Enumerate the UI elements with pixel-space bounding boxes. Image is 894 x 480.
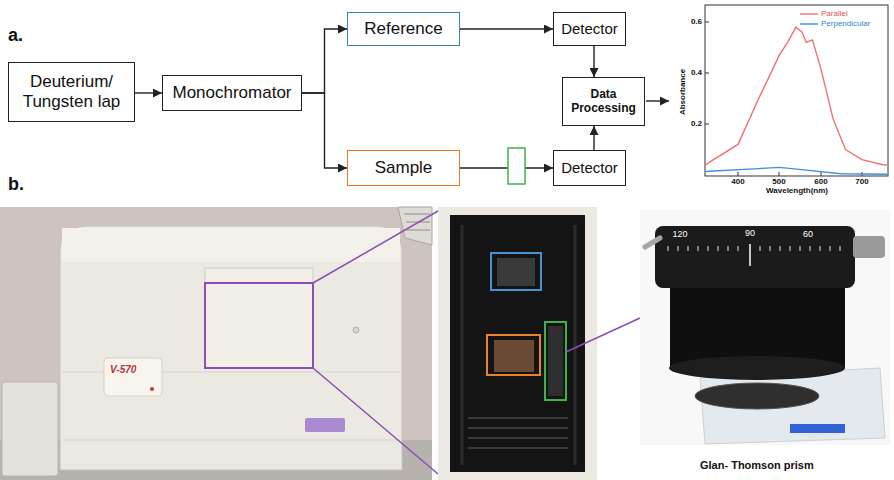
text-label: V-570 [110,364,136,375]
text-label: 500 [772,178,785,187]
box-label: Detector [561,20,618,37]
box-label: Sample [375,158,433,178]
prism-photo [640,210,890,445]
polarizer-mark [508,148,525,184]
text-label: 120 [672,230,687,240]
box-label: Deuterium/ Tungsten lap [13,72,130,111]
process-box: Detector [553,150,626,186]
process-box: Data Processing [562,77,645,126]
text-label: 0.2 [691,120,702,129]
text-label: 600 [814,178,827,187]
text-label: Wavelength(nm) [766,187,828,196]
process-box: Deuterium/ Tungsten lap [8,62,135,122]
box-label: Data Processing [567,88,640,116]
legend-label: Perpendicular [821,20,870,29]
process-box: Sample [347,150,460,186]
text-label: 60 [803,230,813,240]
text-label: a. [8,26,23,46]
text-label: 0.4 [691,69,702,78]
absorbance-chart [705,5,888,176]
connector [135,92,162,93]
connector [302,29,347,93]
text-label: Glan- Thomson prism [700,459,814,471]
text-label: Absorbance [679,69,688,115]
text-label: b. [8,175,24,195]
connector [593,46,594,77]
process-box: Detector [553,12,626,46]
box-label: Reference [364,19,442,39]
connector [593,126,594,150]
connector [302,93,347,168]
output-arrow [646,100,669,101]
text-label: 400 [731,178,744,187]
connector [460,28,553,29]
instrument-photo [0,207,432,480]
box-label: Detector [561,159,618,176]
connector [460,167,553,168]
process-box: Reference [347,12,460,46]
text-label: 0.6 [691,18,702,27]
compartment-photo [438,207,597,480]
process-box: Monochromator [162,75,302,111]
text-label: 700 [855,178,868,187]
box-label: Monochromator [172,83,291,103]
legend-label: Parallel [821,10,848,19]
text-label: 90 [745,229,755,239]
